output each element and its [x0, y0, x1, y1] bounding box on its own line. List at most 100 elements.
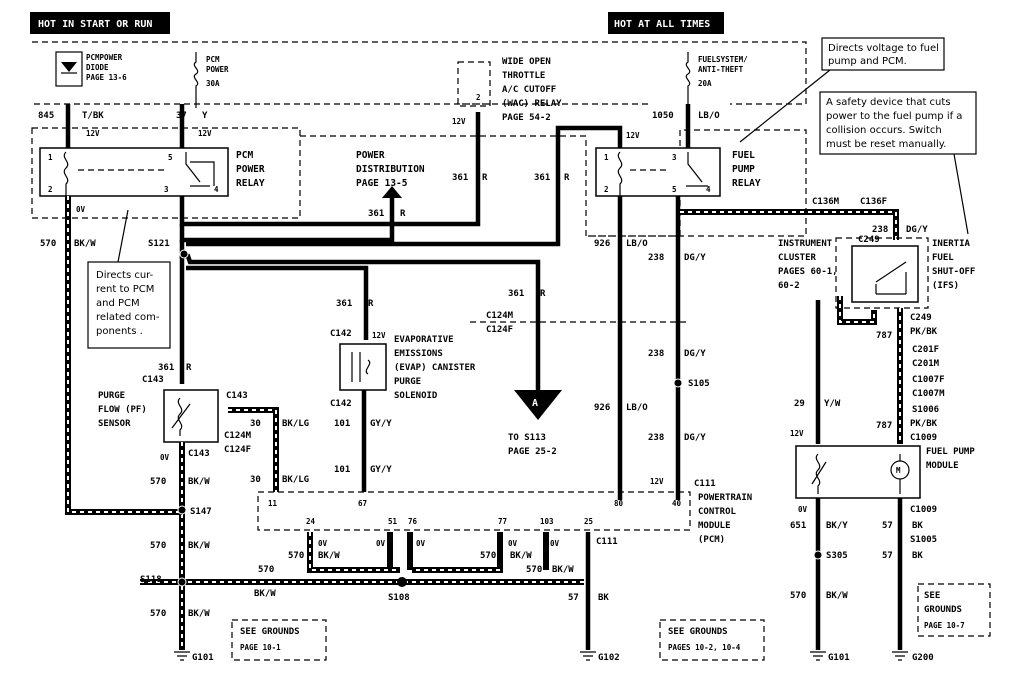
s108: S108 [388, 593, 410, 603]
w238c-color: DG/Y [684, 349, 706, 359]
cluster-label-3: PAGES 60-1, [778, 267, 838, 277]
callout-fuel-relay [821, 37, 945, 71]
ground-g200-icon [892, 651, 908, 661]
relay-pin-1a: 1 [48, 153, 53, 162]
c143c: C143 [188, 449, 210, 459]
pin-25: 25 [584, 517, 593, 526]
arrow-letter: A [532, 398, 538, 409]
callout-inertia-4: must be reset manually. [826, 139, 946, 150]
c124f-2: C124F [486, 325, 513, 335]
w570d-num: 570 [150, 609, 166, 619]
v0-fpm: 0V [798, 505, 808, 514]
wac-pin-2: 2 [476, 93, 481, 102]
c1007m: C1007M [912, 389, 945, 399]
wac-label-4: (WAC) RELAY [502, 99, 562, 109]
evap-solenoid [339, 343, 387, 391]
relay-pin-2a: 2 [48, 185, 53, 194]
fpm-label-1: FUEL PUMP [926, 447, 975, 457]
c142b: C142 [330, 399, 352, 409]
w101b-num: 101 [334, 465, 350, 475]
header-hot-all-times: HOT AT ALL TIMES [614, 19, 710, 30]
pcm-power-fuse-icon [193, 52, 199, 108]
w101b-color: GY/Y [370, 465, 392, 475]
g200-note-3: PAGE 10-7 [924, 621, 965, 630]
cluster-label-4: 60-2 [778, 281, 800, 291]
w57b-color: BK [912, 551, 923, 561]
pin-40: 40 [672, 499, 682, 508]
g101-note-2: PAGE 10-1 [240, 643, 281, 652]
v12-fuel-relay: 12V [626, 131, 640, 140]
w570b-color: BK/W [188, 477, 210, 487]
c111b: C111 [596, 537, 618, 547]
callout-pcm-relay-1: Directs cur- [96, 270, 154, 281]
header-hot-all-times-bg [608, 12, 724, 34]
w57a-color: BK [912, 521, 923, 531]
pin-103: 103 [540, 517, 554, 526]
w238b-color: DG/Y [906, 225, 928, 235]
arrow-to-s113 [514, 390, 562, 420]
g101-note-1: SEE GROUNDS [240, 627, 300, 637]
wac-relay-box [457, 61, 491, 107]
v12-evap: 12V [372, 331, 386, 340]
c1007f: C1007F [912, 375, 945, 385]
callout-pcm-relay-5: ponents . [96, 326, 143, 337]
pf-sensor [163, 389, 219, 443]
evap-label-1: EVAPORATIVE [394, 335, 454, 345]
w845-color: T/BK [82, 111, 104, 121]
pcm-label-1: POWERTRAIN [698, 493, 752, 503]
c136m: C136M [812, 197, 840, 207]
w570c-num: 570 [150, 541, 166, 551]
w30b-num: 30 [250, 475, 261, 485]
c201m: C201M [912, 359, 940, 369]
v12-relay-a: 12V [86, 129, 100, 138]
ground-note-g101 [231, 619, 327, 661]
pcm-relay-label-1: PCM [236, 150, 253, 161]
s121: S121 [148, 239, 170, 249]
relay-pin-3b: 3 [672, 153, 677, 162]
relay-pin-1b: 1 [604, 153, 609, 162]
pcm-label-3: MODULE [698, 521, 731, 531]
wire-361-to-wac [179, 112, 481, 227]
w57c-num: 57 [568, 593, 579, 603]
ifs-label-2: FUEL [932, 253, 954, 263]
pf-label-2: FLOW (PF) [98, 405, 147, 415]
evap-label-4: PURGE [394, 377, 421, 387]
pcm-relay-label-3: RELAY [236, 178, 265, 189]
callout-inertia-3: collision occurs. Switch [826, 125, 942, 136]
w30a-num: 30 [250, 419, 261, 429]
callout-inertia-1: A safety device that cuts [826, 97, 951, 108]
pf-label-1: PURGE [98, 391, 125, 401]
fuel-fuse-label-1: FUELSYSTEM/ [698, 55, 748, 64]
ifs-label-3: SHUT-OFF [932, 267, 975, 277]
pcm-diode-box [55, 51, 83, 87]
w570i-color: BK/W [826, 591, 848, 601]
w238d-color: DG/Y [684, 433, 706, 443]
callout-pcm-relay [87, 261, 171, 349]
wac-label-1: WIDE OPEN [502, 57, 551, 67]
callout-fuel-relay-2: pump and PCM. [828, 56, 907, 67]
w361f-color: R [186, 363, 192, 373]
w570e-num: 570 [258, 565, 274, 575]
pcm-label-4: (PCM) [698, 535, 725, 545]
w570i-num: 570 [790, 591, 806, 601]
w570h-color: BK/W [552, 565, 574, 575]
wire-361-to-fuel-relay [186, 125, 623, 247]
w570a-color: BK/W [74, 239, 96, 249]
wac-label-2: THROTTLE [502, 71, 545, 81]
w361d-color: R [368, 299, 374, 309]
pcm-diode-label-3: PAGE 13-6 [86, 73, 127, 82]
pcm-diode-label-2: DIODE [86, 63, 109, 72]
g200-note-2: GROUNDS [924, 605, 962, 615]
w238b-num: 238 [872, 225, 888, 235]
pcm-module [257, 491, 691, 531]
c201f: C201F [912, 345, 939, 355]
relay-pin-4a: 4 [214, 185, 219, 194]
w570g-num: 570 [480, 551, 496, 561]
w570c-color: BK/W [188, 541, 210, 551]
w361b-color: R [482, 173, 488, 183]
w787b-color: PK/BK [910, 419, 938, 429]
g101: G101 [192, 653, 214, 663]
pcm-power-relay [39, 147, 229, 197]
pcm-power-fuse-label-3: 30A [206, 79, 220, 88]
